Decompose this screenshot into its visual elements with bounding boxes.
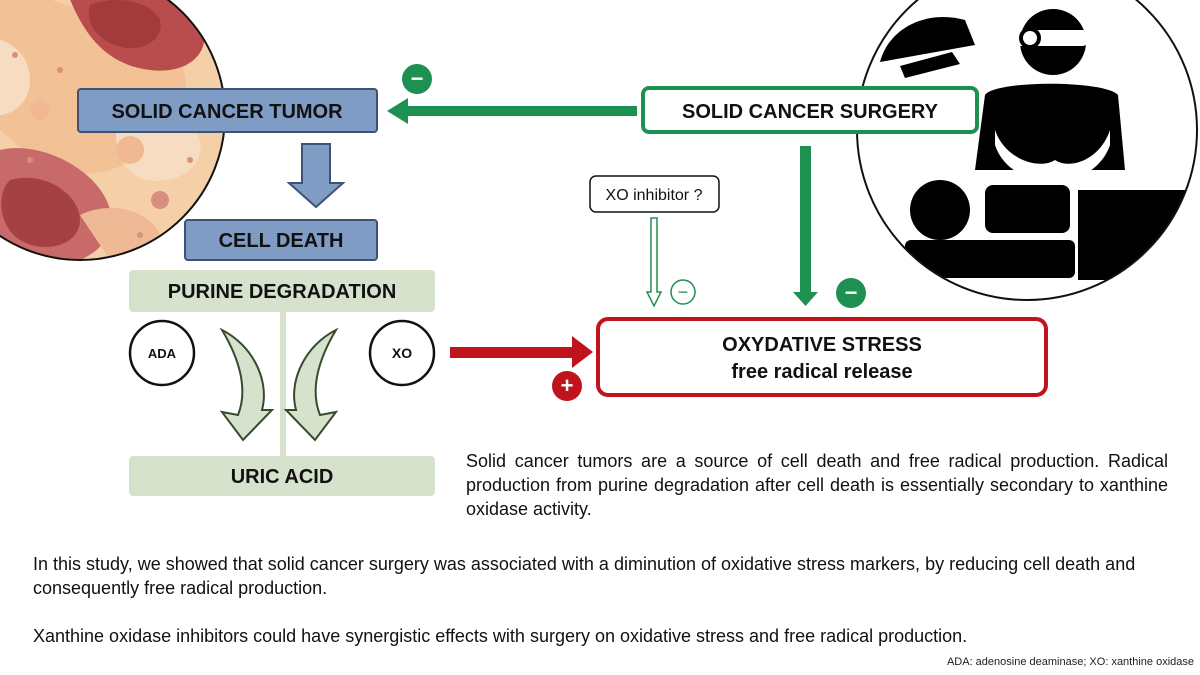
cell-death-label: CELL DEATH	[219, 230, 344, 252]
purine-to-uric-acid-line	[280, 312, 286, 456]
surgery-to-stress-arrow	[793, 146, 818, 306]
plus-badge: +	[552, 371, 582, 401]
summary-paragraph: Solid cancer tumors are a source of cell…	[466, 451, 1168, 519]
ada-node: ADA	[128, 319, 196, 387]
xo-inhibitors-paragraph: Xanthine oxidase inhibitors could have s…	[33, 626, 968, 646]
xo-inhibitor-node: XO inhibitor ?	[589, 175, 720, 213]
minus-badge-tumor: −	[402, 64, 432, 94]
surgery-icon	[856, 0, 1198, 301]
purine-label: PURINE DEGRADATION	[168, 281, 397, 303]
plus-sign: +	[561, 373, 574, 398]
abbreviations-footnote: ADA: adenosine deaminase; XO: xanthine o…	[946, 656, 1194, 668]
tumor-label: SOLID CANCER TUMOR	[111, 101, 343, 123]
uric-acid-label: URIC ACID	[231, 466, 334, 488]
xo-curved-arrow	[283, 327, 339, 442]
stress-title: OXYDATIVE STRESS	[722, 334, 922, 356]
xo-inhibitor-to-stress-arrow	[645, 217, 663, 308]
xo-node: XO	[368, 319, 436, 387]
minus-sign-tumor: −	[411, 66, 424, 91]
oxidative-stress-node: OXYDATIVE STRESS free radical release	[596, 317, 1048, 397]
solid-cancer-tumor-node: SOLID CANCER TUMOR	[77, 88, 378, 133]
solid-cancer-surgery-node: SOLID CANCER SURGERY	[641, 86, 979, 134]
surgery-to-tumor-arrow	[387, 98, 637, 124]
ada-label: ADA	[148, 346, 177, 361]
uric-acid-node: URIC ACID	[129, 456, 435, 496]
surgery-label: SOLID CANCER SURGERY	[682, 101, 939, 123]
minus-sign-stress: −	[845, 280, 858, 305]
minus-badge-stress: −	[836, 278, 866, 308]
purine-degradation-node: PURINE DEGRADATION	[129, 270, 435, 312]
stress-subtitle: free radical release	[731, 361, 912, 383]
xo-to-stress-arrow	[450, 336, 593, 368]
study-paragraph: In this study, we showed that solid canc…	[33, 554, 1136, 598]
tumor-to-cell-death-arrow	[286, 143, 346, 209]
minus-badge-inhibitor: −	[670, 279, 696, 305]
ada-curved-arrow	[219, 327, 275, 442]
xo-label: XO	[392, 345, 412, 361]
cell-death-node: CELL DEATH	[184, 219, 378, 261]
minus-sign-inhibitor: −	[678, 282, 689, 302]
xo-inhibitor-label: XO inhibitor ?	[606, 187, 703, 204]
